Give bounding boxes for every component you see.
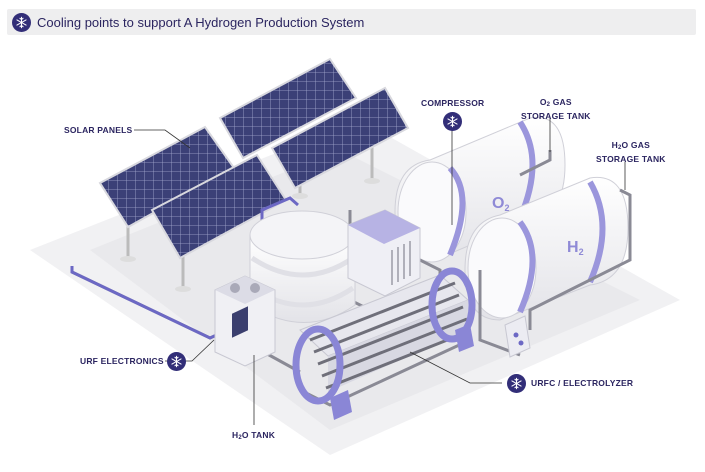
label-compressor: COMPRESSOR [421, 98, 485, 108]
urfc-electrolyzer [292, 267, 476, 420]
compressor-snowflake-icon [443, 112, 462, 131]
h2-storage-tank: H2 [464, 176, 629, 321]
snowflake-icon [12, 12, 31, 32]
o2-tank-mark: O2 [492, 195, 509, 213]
urf-electronics-cabinet [214, 275, 276, 367]
title-bar: Cooling points to support A Hydrogen Pro… [7, 9, 696, 35]
label-o2-gas-storage-tank: O2 GAS STORAGE TANK [521, 97, 591, 121]
label-urf-electronics: URF ELECTRONICS [80, 356, 164, 366]
label-solar-panels: SOLAR PANELS [64, 125, 133, 135]
label-h2o-gas-storage-tank: H2O GAS STORAGE TANK [596, 140, 666, 164]
urf-electronics-snowflake-icon [167, 352, 186, 371]
page-title: Cooling points to support A Hydrogen Pro… [37, 14, 365, 30]
label-h2o-tank: H2O TANK [232, 430, 276, 441]
urfc-snowflake-icon [507, 374, 526, 393]
compressor [347, 209, 421, 297]
label-urfc-electrolyzer: URFC / ELECTROLYZER [531, 378, 634, 388]
control-panel [504, 315, 531, 358]
power-cable [260, 196, 299, 228]
solar-panel [98, 125, 236, 262]
h2-tank-mark: H2 [567, 239, 584, 257]
h2o-tank [249, 210, 356, 323]
leader-lines [134, 118, 626, 425]
solar-panel [270, 86, 410, 190]
solar-panel-array [98, 57, 410, 292]
